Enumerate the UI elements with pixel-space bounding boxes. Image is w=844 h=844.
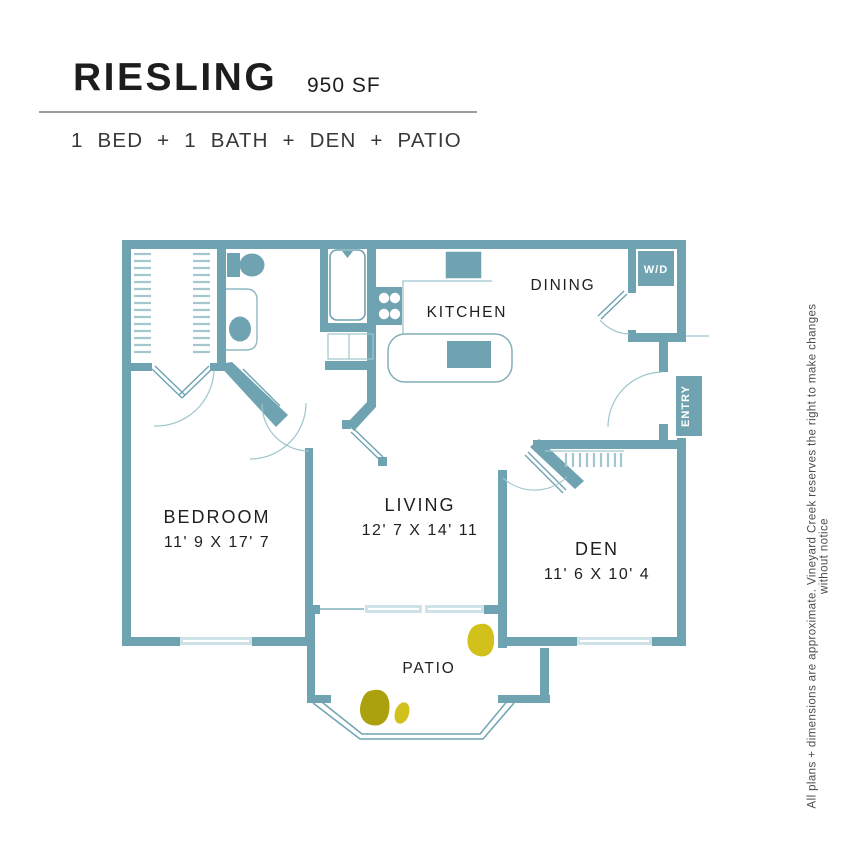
doors: [151, 290, 663, 740]
plant-blob-2: [360, 689, 390, 726]
kitchen-sink: [447, 341, 491, 368]
washer-dryer-label: W/D: [644, 264, 668, 276]
feature-summary: 1 BED + 1 BATH + DEN + PATIO: [71, 129, 462, 152]
toilet-tank: [227, 253, 240, 277]
patio-bay-rail-outer: [312, 702, 515, 740]
bedroom-dims: 11' 9 X 17' 7: [164, 534, 270, 551]
fixtures: [226, 249, 709, 436]
bathtub-faucet: [342, 251, 353, 258]
linen-closet: [327, 333, 374, 360]
entry-door-arc: [607, 371, 663, 428]
walls: [122, 240, 686, 703]
patio-label: PATIO: [402, 660, 455, 677]
living-dims: 12' 7 X 14' 11: [362, 522, 479, 539]
plant-blob-3: [394, 702, 410, 724]
entry-label: ENTRY: [680, 385, 692, 427]
wd-door-arc: [599, 319, 630, 335]
den-label: DEN: [575, 539, 619, 559]
bedroom-door-arc: [261, 403, 310, 452]
dining-label: DINING: [530, 277, 595, 294]
square-footage-label: 950 SF: [307, 74, 381, 97]
disclaimer-text: All plans + dimensions are approximate. …: [806, 303, 831, 809]
plant-blob-1: [467, 623, 495, 657]
toilet-bowl: [239, 253, 265, 277]
refrigerator: [444, 250, 483, 280]
bedroom-label: BEDROOM: [163, 507, 270, 527]
kitchen-label: KITCHEN: [427, 304, 508, 321]
title-divider: [39, 111, 477, 113]
bedroom-door-arc2: [249, 402, 307, 460]
patio-plants: [360, 623, 495, 726]
windows: [180, 605, 652, 645]
stove: [376, 287, 402, 325]
bedroom-closet-shelf-left: [134, 252, 151, 354]
washer-dryer-box: [636, 249, 676, 288]
living-label: LIVING: [384, 495, 455, 515]
room-labels: BEDROOM 11' 9 X 17' 7 LIVING 12' 7 X 14'…: [163, 264, 692, 677]
den-door-arc: [502, 476, 568, 491]
vanity-sink: [229, 316, 251, 342]
closet-shelving-hatches: [134, 252, 624, 467]
entry-box: [676, 376, 702, 436]
den-closet-shelf: [564, 453, 623, 467]
vanity-counter: [226, 288, 258, 351]
bathtub: [329, 249, 366, 321]
den-dims: 11' 6 X 10' 4: [544, 566, 650, 583]
bedroom-closet-arc: [153, 369, 215, 427]
patio-bay-rail-inner: [317, 698, 510, 735]
kitchen-counter-edge: [402, 280, 492, 348]
page-title: RIESLING: [73, 56, 278, 99]
bedroom-closet-shelf-right: [193, 252, 210, 354]
